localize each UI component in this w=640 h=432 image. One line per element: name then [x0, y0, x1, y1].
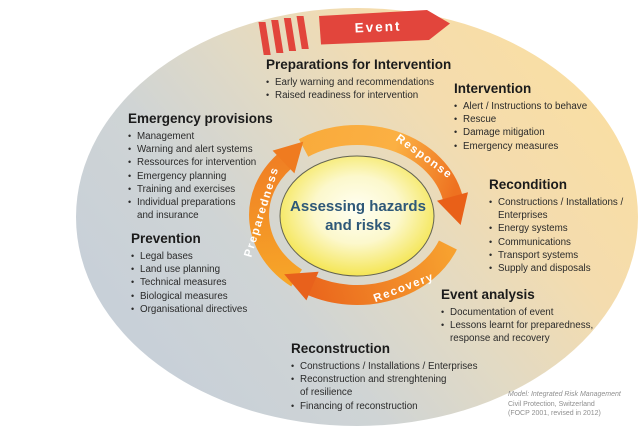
bullet-icon: •: [291, 374, 295, 385]
list-item: •Early warning and recommendations: [266, 77, 435, 88]
section-intervention: Intervention •Alert / Instructions to be…: [454, 81, 629, 153]
section-preparations-for-intervention: Preparations for Intervention •Early war…: [266, 57, 461, 102]
list-item: •Reconstruction and strenghtening of res…: [291, 374, 447, 399]
center-label: Assessing hazards and risks: [290, 198, 426, 234]
bullet-icon: •: [454, 127, 458, 138]
section-title: Event analysis: [441, 287, 535, 302]
bullet-icon: •: [128, 183, 132, 194]
bullet-icon: •: [131, 264, 135, 275]
section-title: Recondition: [489, 177, 567, 192]
section-reconstruction: Reconstruction •Constructions / Installa…: [291, 341, 521, 413]
list-item: •Financing of reconstruction: [291, 400, 418, 412]
list-item: •Constructions / Installations / Enterpr…: [489, 197, 624, 222]
bullet-icon: •: [489, 223, 493, 234]
section-title: Prevention: [131, 231, 201, 246]
list-item: •Rescue: [454, 114, 497, 126]
list-item: •Documentation of event: [441, 307, 554, 318]
list-item: •Damage mitigation: [454, 127, 545, 139]
section-emergency-provisions: Emergency provisions •Management •Warnin…: [128, 111, 293, 222]
list-item: •Management: [128, 131, 195, 142]
list-item: •Individual preparations and insurance: [128, 197, 236, 222]
bullet-icon: •: [489, 236, 493, 247]
model-credit: Model: Integrated Risk Management Civil …: [508, 390, 638, 419]
bullet-icon: •: [266, 90, 270, 101]
credit-line-3: (FOCP 2001, revised in 2012): [508, 410, 601, 417]
list-item: •Alert / Instructions to behave: [454, 101, 588, 112]
bullet-icon: •: [291, 361, 295, 371]
bullet-icon: •: [441, 320, 445, 331]
cycle-arc-response: [298, 124, 463, 201]
bullet-icon: •: [131, 303, 135, 314]
cycle-arc-recovery: [307, 240, 457, 305]
cycle-arc-preparedness: [249, 154, 303, 287]
list-item: •Legal bases: [131, 251, 193, 262]
cycle-arrowhead-top-left: [272, 141, 304, 174]
list-item: •Energy systems: [489, 223, 568, 235]
list-item: •Organisational directives: [131, 303, 248, 315]
list-item: •Ressources for intervention: [128, 157, 257, 169]
bullet-icon: •: [454, 140, 458, 151]
bullet-icon: •: [128, 157, 132, 168]
bullet-icon: •: [454, 101, 458, 111]
bullet-icon: •: [489, 197, 493, 207]
bullet-icon: •: [454, 114, 458, 125]
center-ellipse: [279, 155, 435, 277]
section-title: Intervention: [454, 81, 532, 96]
bullet-icon: •: [128, 197, 132, 208]
bullet-icon: •: [131, 277, 135, 288]
list-item: •Emergency measures: [454, 140, 559, 152]
event-arrow-icon: [258, 10, 450, 55]
credit-line-2: Civil Protection, Switzerland: [508, 400, 595, 408]
bullet-icon: •: [128, 144, 132, 155]
cycle-arrowhead-bottom-left: [284, 271, 319, 301]
list-item: •Emergency planning: [128, 170, 227, 182]
section-prevention: Prevention •Legal bases •Land use planni…: [131, 231, 291, 316]
section-recondition: Recondition •Constructions / Installatio…: [489, 177, 640, 275]
bullet-icon: •: [128, 170, 132, 181]
bullet-icon: •: [441, 307, 445, 317]
list-item: •Constructions / Installations / Enterpr…: [291, 361, 478, 372]
list-item: •Training and exercises: [128, 183, 236, 195]
list-item: •Supply and disposals: [489, 263, 591, 275]
bullet-icon: •: [266, 77, 270, 87]
list-item: •Land use planning: [131, 264, 221, 276]
bullet-icon: •: [489, 263, 493, 274]
list-item: •Raised readiness for intervention: [266, 90, 419, 102]
list-item: •Lessons learnt for preparedness, respon…: [441, 320, 594, 345]
bullet-icon: •: [131, 290, 135, 301]
bullet-icon: •: [489, 249, 493, 260]
section-title: Preparations for Intervention: [266, 57, 452, 72]
list-item: •Biological measures: [131, 290, 228, 302]
cycle-arrowhead-right: [437, 192, 468, 225]
section-event-analysis: Event analysis •Documentation of event •…: [441, 287, 626, 346]
list-item: •Communications: [489, 236, 571, 248]
event-label: Event: [354, 18, 402, 36]
cycle-ring: [249, 124, 468, 305]
bullet-icon: •: [131, 251, 135, 261]
bullet-icon: •: [291, 400, 295, 411]
credit-line-1: Model: Integrated Risk Management: [508, 391, 621, 398]
list-item: •Warning and alert systems: [128, 144, 253, 156]
list-item: •Transport systems: [489, 249, 579, 261]
bullet-icon: •: [128, 131, 132, 141]
list-item: •Technical measures: [131, 277, 227, 289]
section-title: Reconstruction: [291, 341, 391, 356]
section-title: Emergency provisions: [128, 111, 273, 126]
